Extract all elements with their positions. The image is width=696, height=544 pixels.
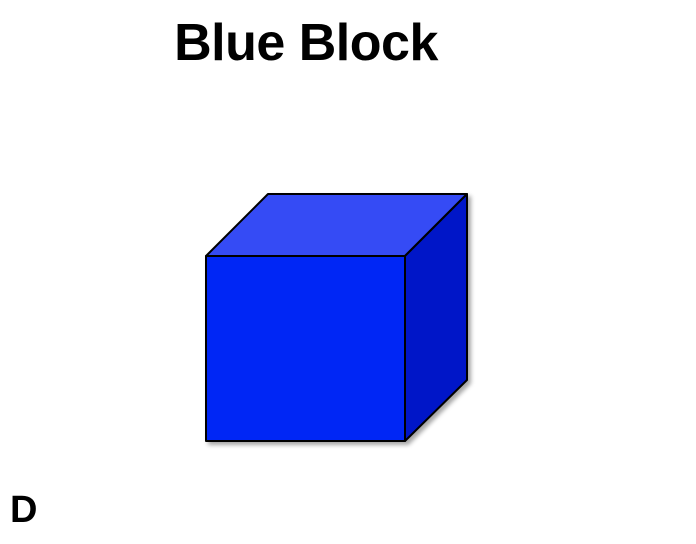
corner-label: D (10, 489, 38, 531)
title: Blue Block (174, 14, 438, 72)
cube-front-face (205, 255, 406, 442)
